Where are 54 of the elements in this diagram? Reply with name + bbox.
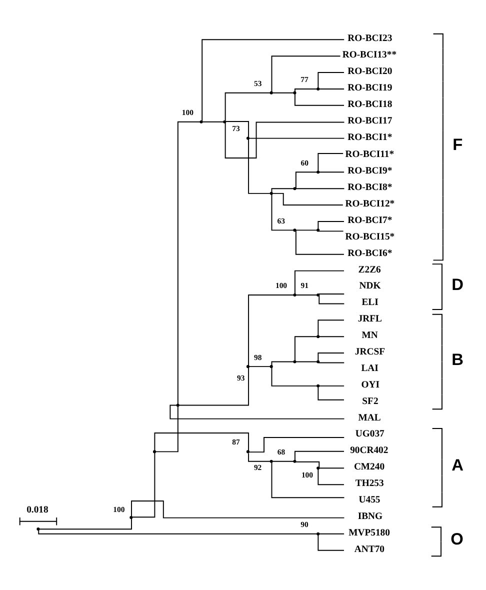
edge-label: 73 [232, 124, 240, 133]
label: A [452, 456, 464, 475]
edge-label: 63 [277, 216, 286, 226]
node-text: SF2 [362, 396, 378, 407]
node-text: RO-BCI20 [348, 66, 392, 77]
node-text: RO-BCI7* [348, 214, 392, 226]
edge-label: 100 [301, 470, 314, 480]
edge-label: 91 [300, 281, 308, 290]
node-text: MN [362, 330, 378, 342]
edge-label: 100 [275, 281, 288, 290]
node-text: IBNG [358, 510, 383, 522]
node-text: Z2Z6 [358, 264, 381, 276]
label: 0.018 [26, 504, 48, 516]
node-text: OYI [361, 379, 380, 390]
edge-label: 100 [113, 505, 125, 514]
node-text: ELI [362, 297, 378, 308]
edge-label: 60 [300, 158, 308, 168]
edge-label: 92 [254, 462, 262, 472]
node-text: RO-BCI13** [342, 50, 397, 61]
node-text: RO-BCI17 [348, 115, 392, 126]
node-text: RO-BCI19 [348, 82, 392, 94]
node-text: RO-BCI9* [348, 166, 392, 177]
node-text: RO-BCI12* [345, 198, 395, 210]
node-text: RO-BCI11* [345, 149, 394, 160]
node-text: MVP5180 [348, 527, 390, 538]
label: O [450, 530, 464, 549]
node-text: RO-BCI18 [348, 98, 392, 110]
node-text: JRCSF [354, 346, 385, 358]
label: F [452, 136, 463, 154]
node-text: LAI [361, 362, 378, 374]
node-text: RO-BCI8* [348, 182, 392, 194]
node-text: RO-BCI1* [348, 132, 392, 143]
node-text: MAL [358, 412, 381, 424]
edge-label: 100 [182, 108, 194, 118]
edge-label: 93 [236, 374, 245, 383]
node-text: RO-BCI23 [348, 33, 392, 44]
node-text: UG037 [355, 428, 384, 440]
node-text: RO-BCI15* [345, 231, 395, 242]
edge-label: 98 [254, 352, 262, 362]
edge-label: 90 [300, 520, 308, 530]
edge-label: 87 [232, 437, 240, 446]
node-text: 90CR402 [350, 445, 388, 456]
node-text: ANT70 [354, 544, 384, 555]
label: D [452, 276, 464, 294]
node-text: JRFL [358, 314, 382, 325]
edge-label: 77 [300, 75, 308, 84]
node-text: CM240 [354, 462, 385, 473]
node-text: U455 [358, 494, 380, 506]
node-text: NDK [359, 280, 381, 292]
label: B [452, 350, 464, 369]
edge-label: 53 [254, 79, 262, 88]
node-text: RO-BCI6* [348, 248, 392, 259]
node-text: TH253 [355, 478, 384, 490]
edge-label: 68 [277, 448, 286, 457]
